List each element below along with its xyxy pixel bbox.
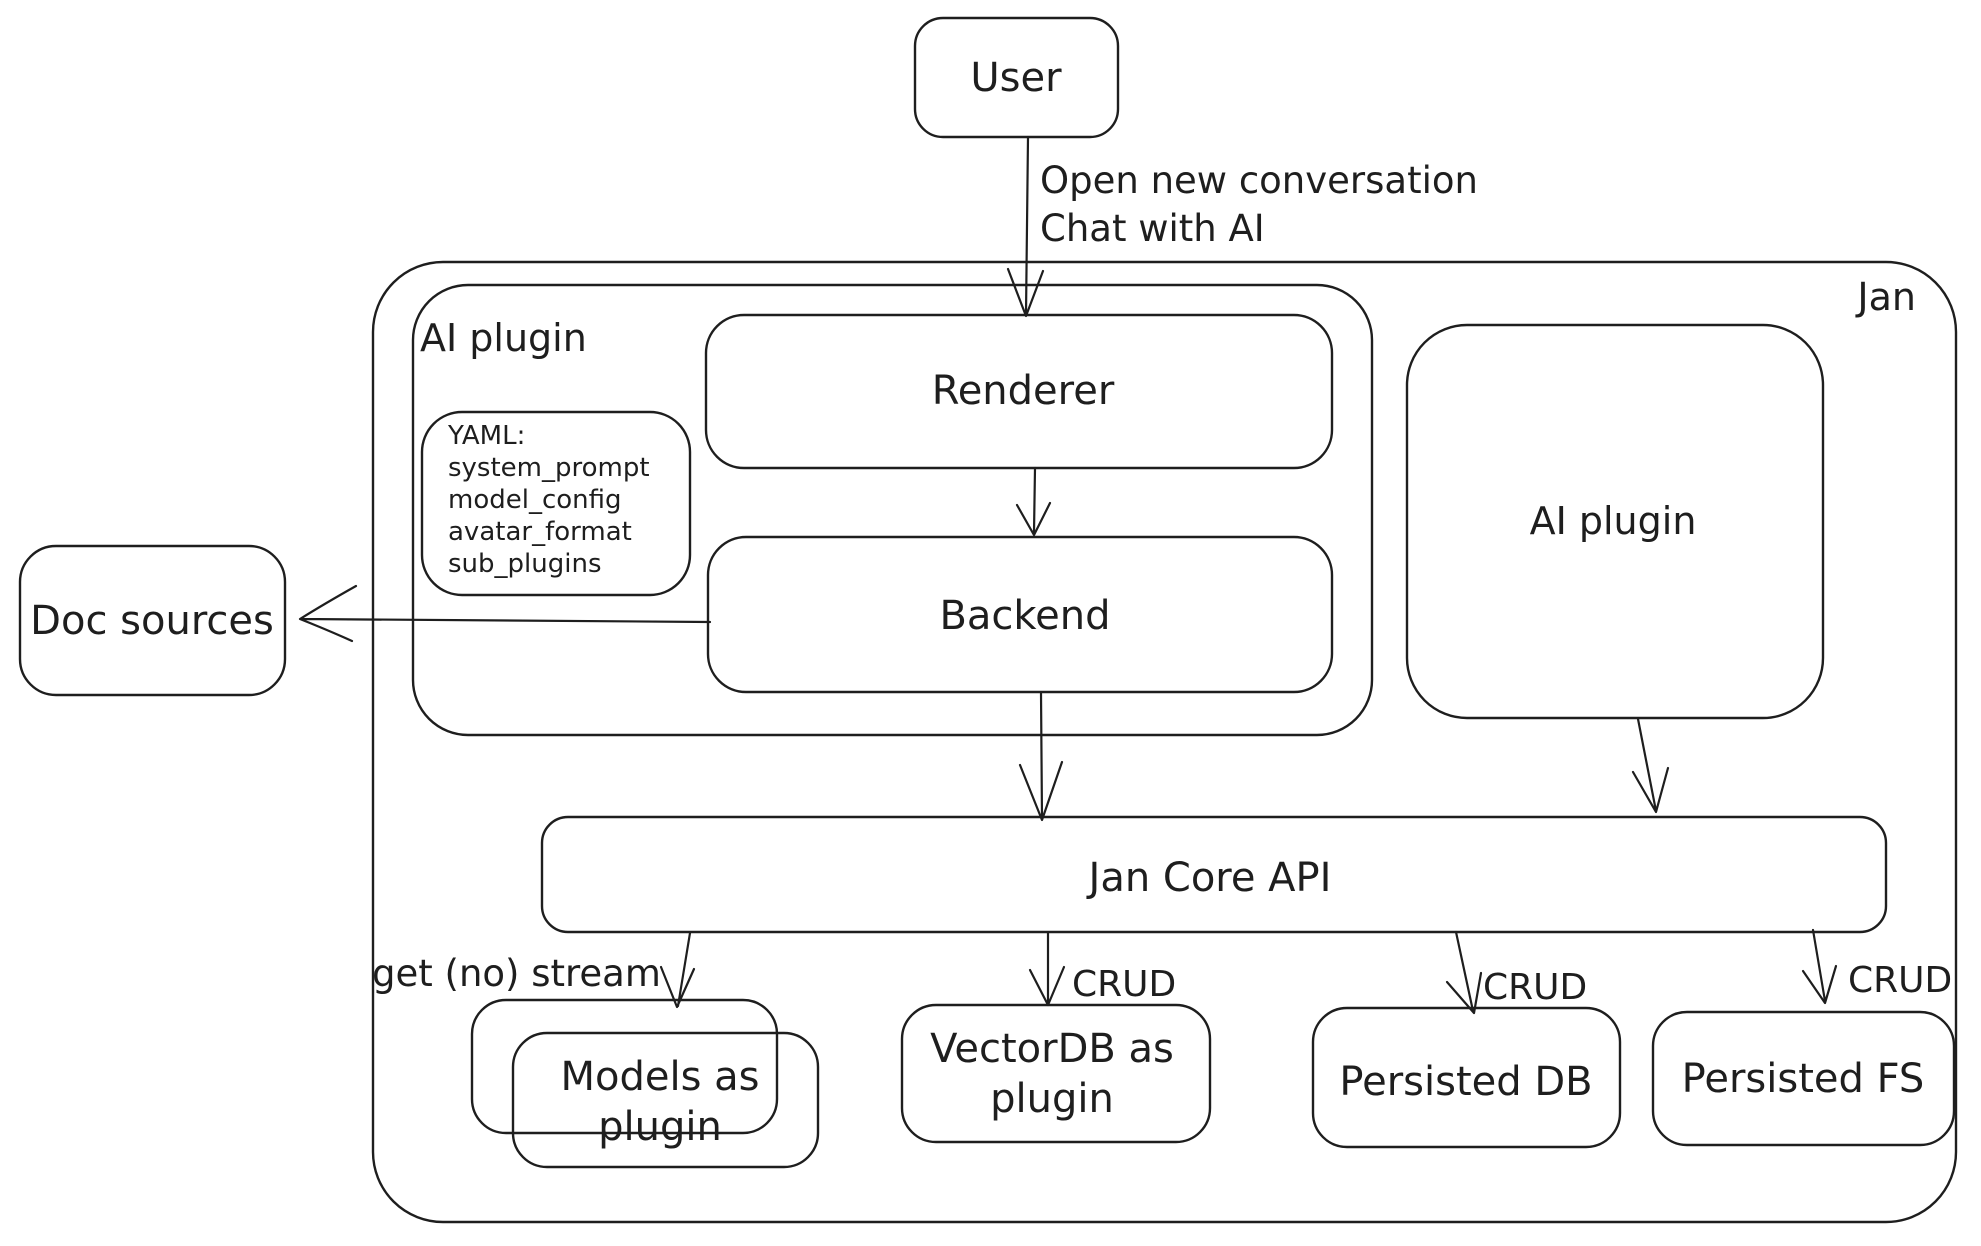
persisted-fs-label: Persisted FS: [1682, 1056, 1925, 1102]
user-label: User: [970, 55, 1062, 101]
persisted-db-node: [1311, 1006, 1622, 1149]
models-as-plugin-node-front: [511, 1031, 820, 1169]
jan-container-label: Jan: [1855, 275, 1916, 319]
backend-node: [706, 535, 1334, 694]
yaml-note-line-4: avatar_format: [448, 517, 632, 547]
yaml-note-text: YAML: system_prompt model_config avatar_…: [447, 421, 650, 579]
vectordb-as-plugin-label-line-1: VectorDB as: [930, 1026, 1174, 1072]
arrow-user-to-renderer: [1006, 135, 1045, 318]
doc-sources-node: [18, 544, 287, 697]
vectordb-as-plugin-label-line-2: plugin: [990, 1076, 1114, 1122]
user-node: [913, 16, 1120, 139]
arrow-api-to-vectordb: [1028, 931, 1066, 1007]
backend-label: Backend: [939, 593, 1110, 639]
yaml-note-line-3: model_config: [448, 485, 622, 515]
renderer-node: [704, 313, 1334, 470]
ai-plugin-right-box: [1405, 323, 1825, 720]
edge-label-get-no-stream: get (no) stream: [372, 952, 661, 995]
edge-label-crud-persisted-db: CRUD: [1483, 967, 1587, 1008]
yaml-note-line-1: YAML:: [447, 421, 525, 451]
arrow-api-to-models: [659, 931, 696, 1009]
yaml-note-line-2: system_prompt: [448, 453, 650, 483]
models-as-plugin-node-back: [470, 998, 779, 1135]
jan-core-api-label: Jan Core API: [1086, 855, 1332, 901]
yaml-note-line-5: sub_plugins: [448, 549, 602, 579]
renderer-label: Renderer: [932, 368, 1115, 414]
models-as-plugin-label-line-2: plugin: [598, 1104, 722, 1150]
models-as-plugin-label-line-1: Models as: [560, 1054, 759, 1100]
persisted-db-label: Persisted DB: [1339, 1059, 1592, 1105]
edge-label-user-line-2: Chat with AI: [1040, 207, 1265, 250]
edge-label-crud-vectordb: CRUD: [1072, 964, 1176, 1005]
arrow-api-to-persisted-db: [1445, 930, 1483, 1015]
yaml-note-box: [420, 410, 692, 597]
edge-label-user-line-1: Open new conversation: [1040, 159, 1478, 202]
jan-core-api-node: [540, 815, 1888, 934]
ai-plugin-right-label: AI plugin: [1530, 499, 1697, 543]
arrow-api-to-persisted-fs: [1801, 928, 1838, 1005]
jan-container-box: [371, 260, 1958, 1224]
persisted-fs-node: [1651, 1010, 1956, 1147]
ai-plugin-left-label: AI plugin: [420, 316, 587, 360]
arrow-renderer-to-backend: [1015, 466, 1052, 537]
arrow-backend-to-api: [1018, 691, 1064, 822]
doc-sources-label: Doc sources: [30, 598, 274, 644]
vectordb-as-plugin-node: [900, 1003, 1212, 1144]
edge-label-crud-persisted-fs: CRUD: [1848, 960, 1952, 1001]
ai-plugin-left-box: [411, 283, 1374, 737]
arrow-backend-to-doc-sources: [298, 584, 712, 643]
arrow-ai-plugin-right-to-api: [1631, 717, 1670, 814]
